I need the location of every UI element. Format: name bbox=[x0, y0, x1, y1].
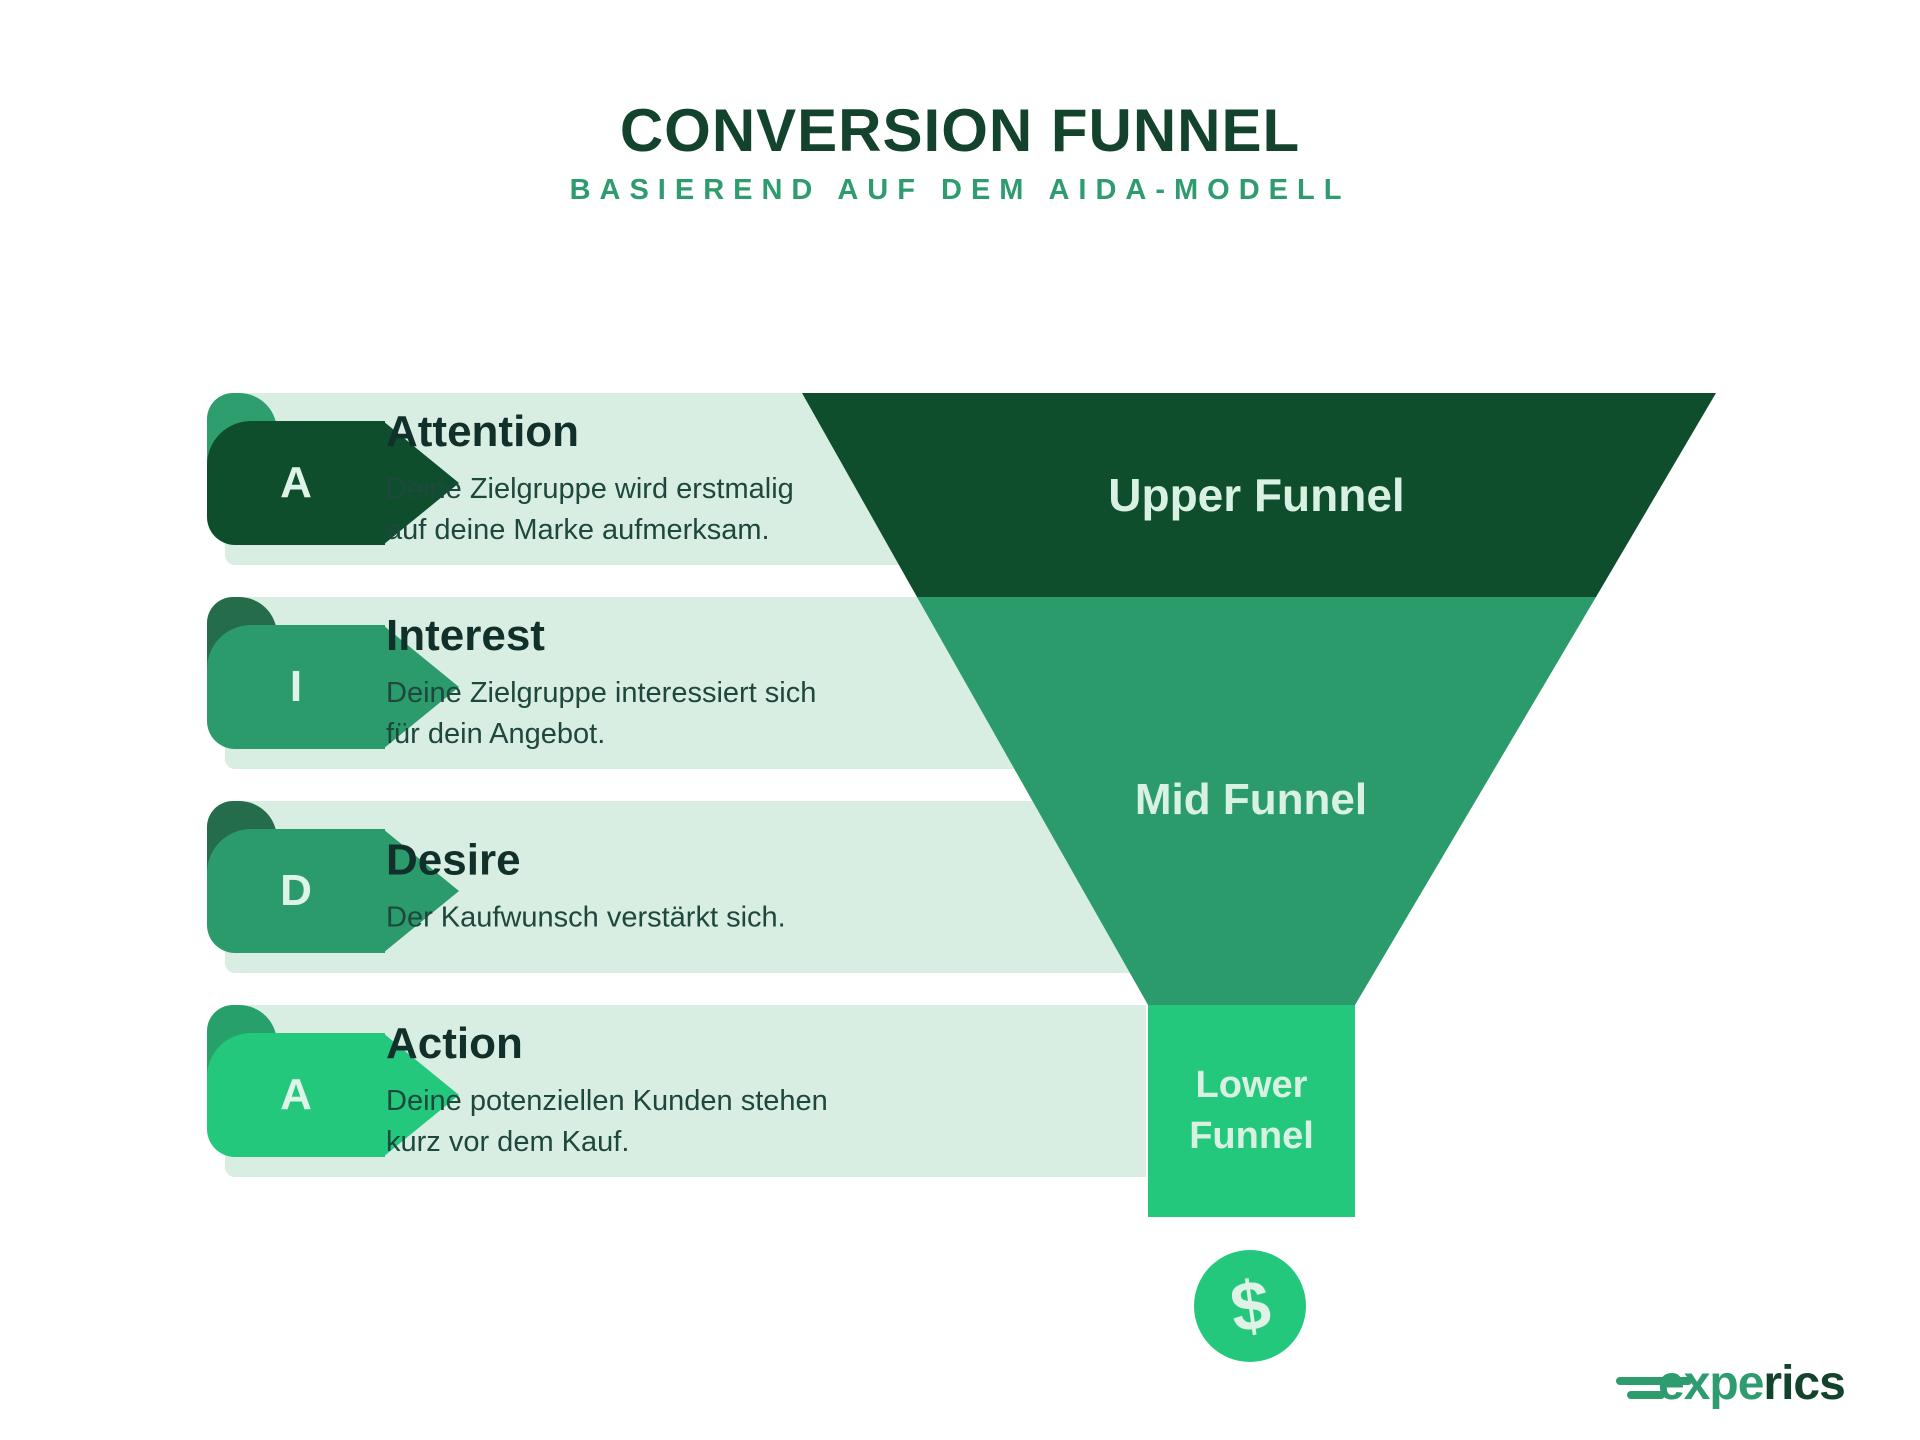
stage-letter: A bbox=[280, 1070, 312, 1119]
stage-description-line: auf deine Marke aufmerksam. bbox=[386, 514, 770, 546]
funnel-lower-label: Lower Funnel bbox=[1189, 1063, 1314, 1157]
stage-row-desire: D Desire Der Kaufwunsch verstärkt sich. bbox=[207, 801, 1146, 973]
stage-title: Action bbox=[386, 1018, 523, 1068]
funnel-mid-segment bbox=[917, 597, 1596, 1005]
page-subtitle: BASIEREND AUF DEM AIDA-MODELL bbox=[569, 174, 1351, 206]
stage-description-line: für dein Angebot. bbox=[386, 718, 606, 750]
stage-description: Deine Zielgruppe wird erstmalig auf dein… bbox=[386, 469, 1086, 551]
brand-logo: experics bbox=[1658, 1356, 1846, 1411]
funnel-upper-segment bbox=[802, 393, 1716, 597]
stage-text-block: Action Deine potenziellen Kunden stehen … bbox=[386, 1019, 1086, 1163]
stage-badge-attention: A bbox=[207, 393, 463, 549]
stage-description-line: Deine potenziellen Kunden stehen bbox=[386, 1084, 828, 1117]
ribbon-body bbox=[207, 1033, 385, 1157]
ribbon-body bbox=[207, 625, 385, 749]
brand-logo-part2: rics bbox=[1763, 1357, 1845, 1410]
page-title: CONVERSION FUNNEL bbox=[619, 97, 1301, 164]
dollar-icon: $ bbox=[1194, 1250, 1306, 1362]
stage-letter: D bbox=[280, 866, 312, 915]
stage-letter: A bbox=[280, 458, 312, 507]
stage-text-block: Desire Der Kaufwunsch verstärkt sich. bbox=[386, 835, 1086, 938]
stage-description-line: Der Kaufwunsch verstärkt sich. bbox=[386, 901, 786, 934]
ribbon-body bbox=[207, 421, 385, 545]
funnel-upper-label: Upper Funnel bbox=[1108, 469, 1405, 521]
stage-description: Deine potenziellen Kunden stehen kurz vo… bbox=[386, 1081, 1086, 1163]
stage-badge-desire: D bbox=[207, 801, 463, 957]
funnel-mid-label: Mid Funnel bbox=[1134, 775, 1368, 824]
stage-text-block: Interest Deine Zielgruppe interessiert s… bbox=[386, 611, 1086, 755]
stage-text-block: Attention Deine Zielgruppe wird erstmali… bbox=[386, 407, 1086, 551]
stage-description-line: Deine Zielgruppe interessiert sich bbox=[386, 676, 817, 709]
dollar-symbol: $ bbox=[1225, 1264, 1275, 1348]
ribbon-body bbox=[207, 829, 385, 953]
stage-description-line: kurz vor dem Kauf. bbox=[386, 1126, 630, 1158]
logo-speed-line-icon bbox=[1616, 1377, 1692, 1385]
stage-title: Interest bbox=[386, 610, 545, 660]
brand-logo-part1: expe bbox=[1658, 1357, 1764, 1410]
stage-description: Deine Zielgruppe interessiert sich für d… bbox=[386, 673, 1086, 755]
stage-row-action: A Action Deine potenziellen Kunden stehe… bbox=[207, 1005, 1146, 1177]
stage-description: Der Kaufwunsch verstärkt sich. bbox=[386, 897, 1086, 938]
stage-title: Attention bbox=[386, 406, 580, 456]
stage-badge-interest: I bbox=[207, 597, 463, 753]
logo-speed-line-icon bbox=[1627, 1391, 1665, 1399]
stage-description-line: Deine Zielgruppe wird erstmalig bbox=[386, 472, 794, 505]
stage-badge-action: A bbox=[207, 1005, 463, 1161]
funnel-lower-segment bbox=[1148, 1005, 1355, 1217]
stage-letter: I bbox=[289, 662, 303, 711]
stage-title: Desire bbox=[386, 835, 521, 885]
